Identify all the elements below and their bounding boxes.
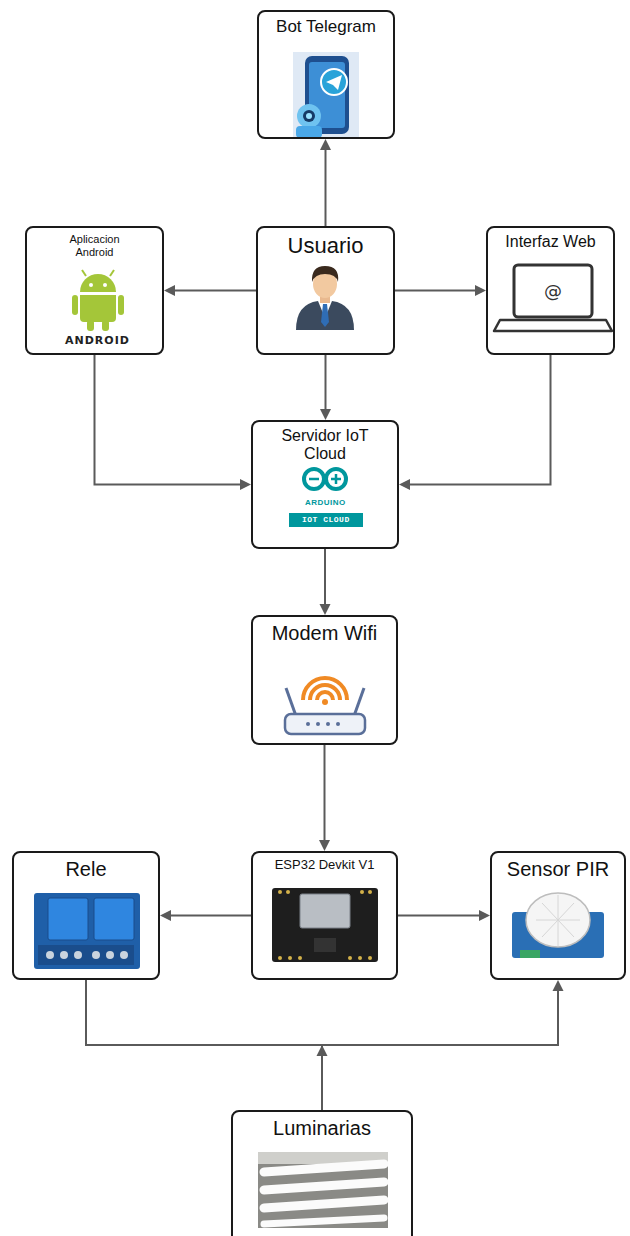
node-title: Aplicacion Android <box>55 233 135 258</box>
logo-text: ANDROID <box>65 335 130 346</box>
arrow-head <box>320 409 331 420</box>
connector-arrow <box>320 139 331 226</box>
logo-text: @ <box>544 282 562 300</box>
user-icon <box>296 266 354 330</box>
device-box: Servidor IoT Cloud <box>251 420 399 549</box>
telegram-icon <box>293 52 359 138</box>
arrow-head <box>164 285 175 296</box>
arrow-head <box>317 1045 328 1056</box>
node-title: Modem Wifi <box>272 622 378 645</box>
device-box: ESP32 Devkit V1 <box>251 851 398 980</box>
node-title: Servidor IoT Cloud <box>269 427 381 464</box>
connector-arrow <box>320 355 331 420</box>
node-title: Usuario <box>288 233 364 258</box>
tube-lights-icon <box>258 1152 388 1228</box>
connector-arrow <box>164 285 256 296</box>
arrow-head <box>553 980 564 991</box>
esp32-board-icon <box>272 888 378 962</box>
pir-sensor-icon <box>512 893 604 958</box>
device-box: Sensor PIR <box>490 851 626 980</box>
device-box: Luminarias <box>231 1110 413 1236</box>
node-title: Interfaz Web <box>505 233 595 251</box>
connector-line <box>175 290 256 292</box>
arrow-head <box>475 285 486 296</box>
connector-line <box>86 980 322 1110</box>
arrow-head <box>160 910 171 921</box>
connector-arrow <box>398 910 490 921</box>
node-title: ESP32 Devkit V1 <box>275 858 375 873</box>
arduino-logo <box>289 469 363 527</box>
arrow-head <box>320 604 331 615</box>
router-icon <box>285 678 365 734</box>
connector-line <box>325 355 327 409</box>
arrow-head <box>479 910 490 921</box>
arrow-head <box>240 479 251 490</box>
connector-line <box>95 355 241 485</box>
device-box: Rele <box>12 851 160 980</box>
connector-arrow <box>319 745 330 851</box>
connector-line <box>398 915 479 917</box>
node-title: Sensor PIR <box>507 858 609 881</box>
connector-arrow <box>399 355 551 490</box>
connector-arrow <box>95 355 252 490</box>
connector-arrow <box>160 910 251 921</box>
logo-text: ARDUINO <box>305 499 346 507</box>
relay-module-icon <box>34 893 140 969</box>
arrow-head <box>399 479 410 490</box>
connector-arrow <box>86 980 322 1110</box>
node-title: Rele <box>65 858 106 881</box>
connector-arrow <box>317 980 564 1110</box>
device-box: Bot Telegram <box>257 10 395 139</box>
arrow-head <box>320 139 331 150</box>
connector-line <box>171 915 251 917</box>
connector-arrow <box>395 285 486 296</box>
node-title: Bot Telegram <box>276 17 376 37</box>
connector-line <box>322 991 558 1110</box>
connector-line <box>395 290 475 292</box>
device-box: Usuario <box>256 226 395 355</box>
device-box: Modem Wifi <box>251 615 398 745</box>
connector-line <box>325 150 327 226</box>
android-icon <box>72 270 124 331</box>
connector-line <box>324 549 326 604</box>
logo-text: IOT CLOUD <box>302 516 350 524</box>
node-title: Luminarias <box>273 1117 371 1140</box>
connector-arrow <box>320 549 331 615</box>
arrow-head <box>319 840 330 851</box>
laptop-icon <box>494 265 612 331</box>
connector-line <box>410 355 551 485</box>
connector-line <box>324 745 326 840</box>
